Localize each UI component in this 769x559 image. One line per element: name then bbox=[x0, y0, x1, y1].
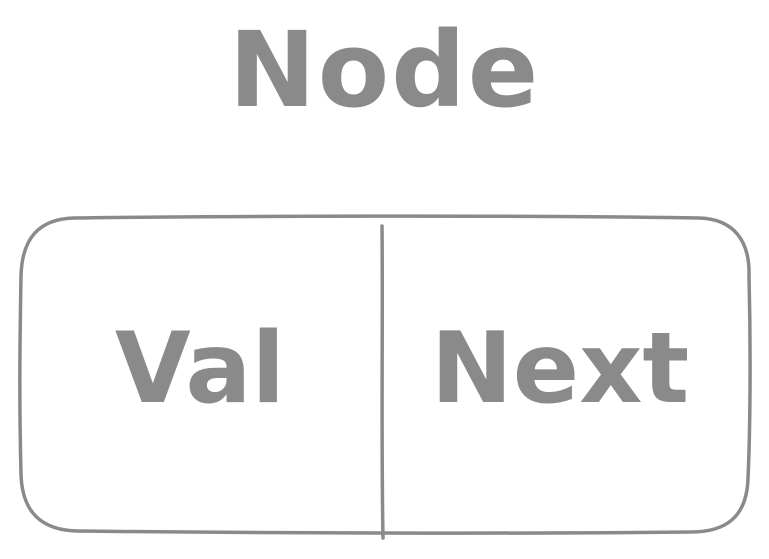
field-next-label: Next bbox=[430, 312, 690, 426]
node-box bbox=[18, 214, 752, 540]
field-val-label: Val bbox=[114, 312, 286, 426]
field-divider bbox=[380, 224, 385, 540]
node-box-border bbox=[18, 214, 752, 535]
node-box-outline bbox=[18, 214, 752, 540]
diagram-title: Node bbox=[228, 9, 541, 131]
